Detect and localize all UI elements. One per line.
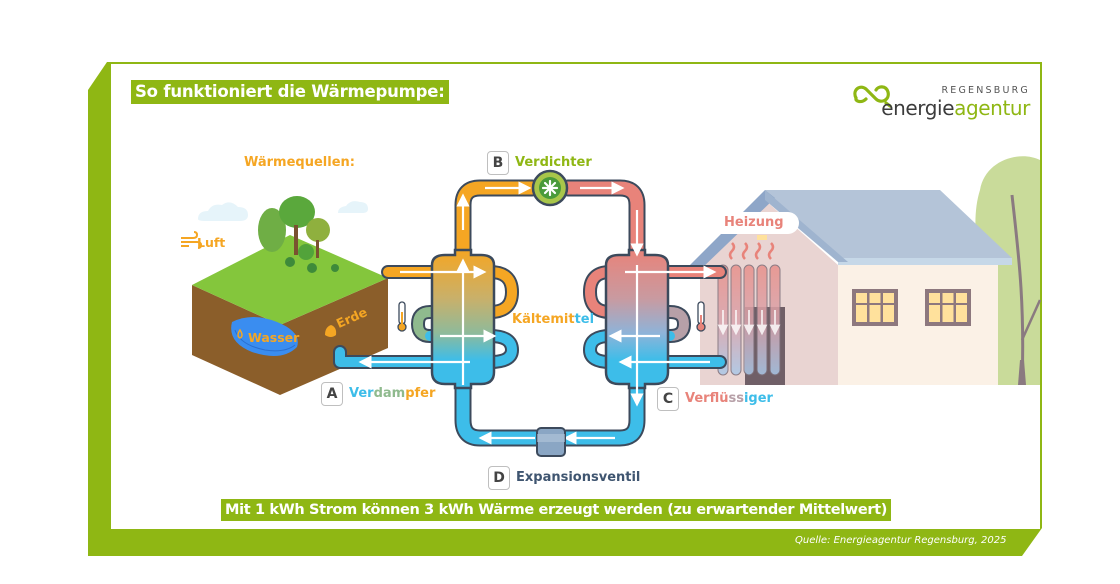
refrigerant-part1: Kältemit — [512, 312, 575, 327]
condenser-part3: iger — [743, 391, 773, 406]
condenser-part2: ss — [728, 391, 744, 406]
component-label-expansion-valve: Expansionsventil — [516, 470, 641, 485]
thermometer-icon-evaporator — [397, 301, 407, 332]
expansion-valve-icon — [536, 427, 566, 457]
compressor-icon — [531, 169, 569, 207]
water-drop-icon — [237, 328, 243, 339]
radiator-flow-arrows — [717, 310, 781, 336]
component-label-condenser: Verflüssiger — [685, 391, 773, 406]
logo-name: energieagentur — [881, 96, 1030, 120]
soil-icon — [325, 325, 337, 337]
condenser-part1: Verflü — [685, 391, 729, 406]
component-label-compressor: Verdichter — [515, 155, 592, 170]
house — [690, 190, 1012, 385]
thermometer-icon-condenser — [696, 301, 706, 332]
heating-label: Heizung — [724, 215, 784, 230]
evaporator-part3: pfer — [405, 386, 436, 401]
cloud-icon — [198, 202, 248, 221]
component-label-evaporator: Verdampfer — [349, 386, 435, 401]
page-title: So funktioniert die Wärmepumpe: — [131, 80, 449, 104]
component-letter-b: B — [487, 151, 509, 175]
efficiency-statement: Mit 1 kWh Strom können 3 kWh Wärme erzeu… — [221, 499, 891, 521]
heat-source-air: Luft — [197, 235, 226, 250]
flow-arrows — [358, 181, 717, 445]
window-1 — [852, 289, 898, 326]
logo-name-part2: agentur — [954, 96, 1030, 120]
component-letter-a: A — [321, 382, 343, 406]
cloud-icon — [338, 201, 368, 213]
heat-sources-heading: Wärmequellen: — [244, 155, 355, 170]
refrigerant-part2: tel — [574, 312, 595, 327]
logo-city: REGENSBURG — [941, 85, 1030, 96]
heat-waves-icon — [728, 242, 775, 260]
component-letter-d: D — [488, 466, 510, 490]
logo-name-part1: energie — [881, 96, 955, 120]
component-letter-c: C — [657, 387, 679, 411]
refrigerant-label: Kältemittel — [512, 312, 594, 327]
evaporator-part2: dam — [373, 386, 406, 401]
source-credit: Quelle: Energieagentur Regensburg, 2025 — [795, 535, 1007, 546]
logo: REGENSBURG energieagentur — [848, 76, 1038, 126]
wind-icon — [181, 231, 203, 249]
window-2 — [925, 289, 971, 326]
evaporator-part1: Ver — [349, 386, 374, 401]
heat-source-water: Wasser — [248, 330, 300, 345]
logo-icon — [853, 85, 892, 108]
